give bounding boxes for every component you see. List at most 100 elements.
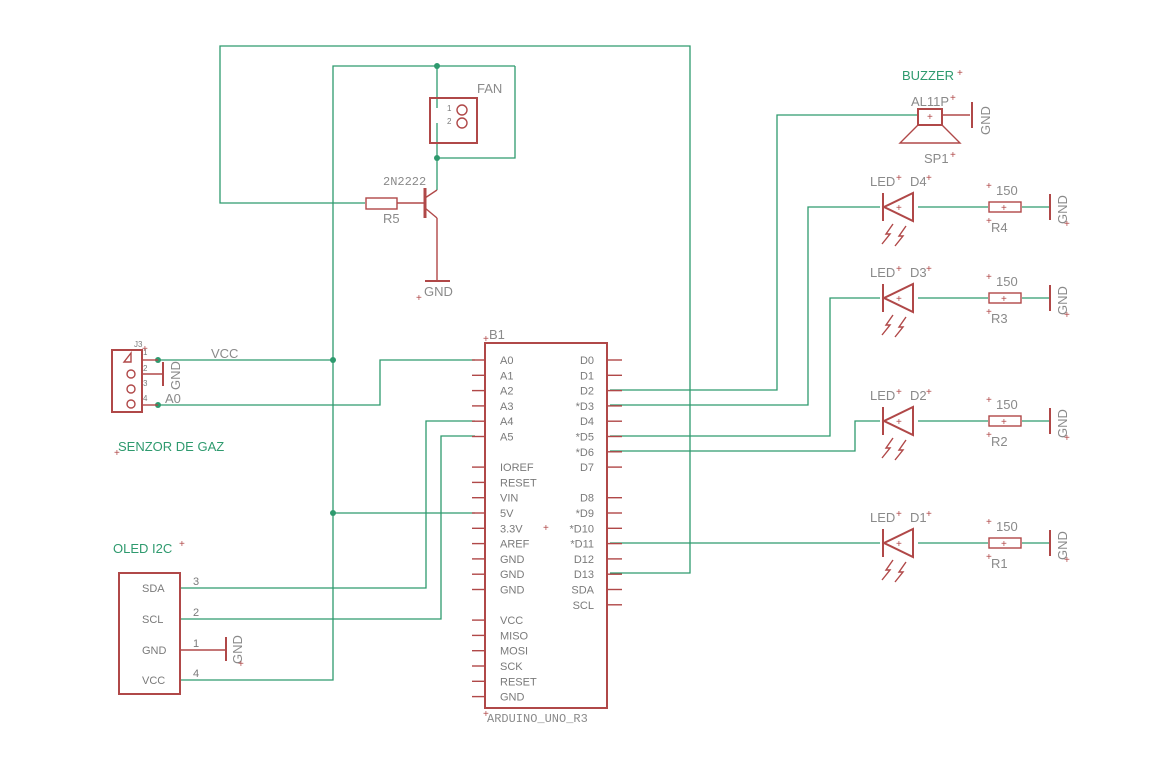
- resistor-name: R2: [991, 434, 1008, 449]
- oled-title: OLED I2C: [113, 541, 172, 556]
- gas-sensor-body: [111, 349, 143, 413]
- resistor-value: 150: [996, 183, 1018, 198]
- wire-sensor-a0: [158, 359, 475, 406]
- plus-mark: +: [986, 552, 992, 563]
- arduino-left-pin-label: GND: [500, 692, 525, 704]
- wire-d13-to-base: [219, 45, 691, 574]
- plus-mark: +: [957, 68, 963, 79]
- oled-pin-label: SDA: [142, 583, 165, 595]
- oled-body: [118, 572, 181, 695]
- led-name: D4: [910, 174, 927, 189]
- plus-mark: +: [483, 334, 489, 345]
- buzzer-gnd-label: GND: [978, 106, 993, 135]
- plus-mark: +: [896, 173, 902, 184]
- led-diode-icon: [881, 527, 914, 559]
- plus-mark: +: [483, 709, 489, 720]
- plus-mark: +: [416, 293, 422, 304]
- arduino-left-pin-label: GND: [500, 585, 525, 597]
- fan-body: [429, 97, 478, 144]
- fan-pin1-icon: [456, 104, 468, 116]
- gnd-label: GND: [1055, 531, 1070, 560]
- plus-mark: +: [950, 150, 956, 161]
- wire-oled-sda: [180, 420, 475, 589]
- plus-mark: +: [179, 539, 185, 550]
- transistor-component: 2N2222 GND +: [383, 175, 453, 304]
- arduino-left-pin-label: MISO: [500, 630, 529, 642]
- gas-sensor-pin-label: 1: [143, 348, 148, 357]
- led-light-arrow-icon: [881, 223, 894, 245]
- gas-sensor-component: J3 1 2 3 4 + GND VCC A0 SENZOR DE GAZ +: [111, 340, 238, 459]
- transistor-emitter: [424, 207, 438, 219]
- oled-gnd-label: GND: [230, 635, 245, 664]
- gas-sensor-vcc-label: VCC: [211, 346, 238, 361]
- arduino-left-pin-label: AREF: [500, 539, 530, 551]
- led-light-arrow-icon: [881, 314, 894, 336]
- arduino-right-pin-label: *D5: [576, 432, 594, 444]
- arduino-right-pin-label: D13: [574, 569, 594, 581]
- fan-label: FAN: [477, 81, 502, 96]
- gas-sensor-pin-label: 4: [143, 394, 148, 403]
- plus-mark: +: [986, 395, 992, 406]
- wire-fan-loop: [437, 66, 516, 159]
- gas-sensor-pin1-marker: [122, 350, 132, 363]
- buzzer-value: AL11P: [911, 94, 949, 109]
- arduino-right-pin-label: *D6: [576, 447, 594, 459]
- arduino-left-pin-label: A0: [500, 355, 513, 367]
- arduino-right-pins: D0D1D2*D3D4*D5*D6D7D8*D9*D10*D11D12D13SD…: [570, 355, 622, 612]
- led-label: LED: [870, 265, 895, 280]
- plus-mark: +: [1001, 203, 1007, 214]
- resistor-name: R4: [991, 220, 1008, 235]
- arduino-value: ARDUINO_UNO_R3: [487, 712, 588, 726]
- plus-mark: +: [1001, 294, 1007, 305]
- arduino-right-pin-label: *D10: [570, 523, 594, 535]
- plus-mark: +: [926, 387, 932, 398]
- led-d1: LED+D1++150++R1+GND+: [870, 509, 1070, 583]
- wire-oled-scl: [180, 435, 475, 620]
- gas-sensor-pin4-icon: [126, 399, 136, 409]
- led-light-arrow-icon: [894, 225, 907, 247]
- arduino-right-pin-label: D7: [580, 462, 594, 474]
- oled-pin-label: SCL: [142, 614, 163, 626]
- gas-sensor-gnd-label: GND: [168, 361, 183, 390]
- plus-mark: +: [1001, 417, 1007, 428]
- arduino-right-pin-label: D2: [580, 386, 594, 398]
- plus-mark: +: [986, 272, 992, 283]
- plus-mark: +: [926, 509, 932, 520]
- r5-label: R5: [383, 211, 400, 226]
- plus-mark: +: [926, 264, 932, 275]
- buzzer-name: SP1: [924, 151, 949, 166]
- node: [330, 357, 336, 363]
- gas-sensor-pin-label: 2: [143, 364, 148, 373]
- arduino-left-pin-label: SCK: [500, 661, 523, 673]
- transistor-collector: [424, 189, 438, 199]
- plus-mark: +: [986, 517, 992, 528]
- transistor-value: 2N2222: [383, 175, 426, 189]
- led-light-arrow-icon: [881, 437, 894, 459]
- gas-sensor-pin-label: 3: [143, 379, 148, 388]
- led-label: LED: [870, 388, 895, 403]
- buzzer-cone-icon: [898, 124, 962, 144]
- plus-mark: +: [1064, 219, 1070, 230]
- fan-component: 1 2 FAN: [429, 81, 502, 144]
- plus-mark: +: [896, 387, 902, 398]
- led-label: LED: [870, 510, 895, 525]
- arduino-left-pin-label: A4: [500, 416, 513, 428]
- arduino-component: B1 + ARDUINO_UNO_R3 + + A0A1A2A3A4A5IORE…: [472, 327, 622, 726]
- led-light-arrow-icon: [894, 316, 907, 338]
- resistor-body: [988, 537, 1022, 549]
- resistor-body: [988, 292, 1022, 304]
- plus-mark: +: [896, 294, 902, 305]
- arduino-right-pin-label: D12: [574, 554, 594, 566]
- oled-pin-label: GND: [142, 645, 167, 657]
- gas-sensor-pin3-icon: [126, 384, 136, 394]
- arduino-left-pin-label: MOSI: [500, 646, 528, 658]
- arduino-right-pin-label: SDA: [571, 585, 594, 597]
- node: [330, 510, 336, 516]
- arduino-right-pin-label: D8: [580, 493, 594, 505]
- plus-mark: +: [896, 417, 902, 428]
- led-name: D3: [910, 265, 927, 280]
- oled-pin-number: 3: [193, 576, 199, 588]
- led-light-arrow-icon: [881, 559, 894, 581]
- arduino-left-pin-label: RESET: [500, 676, 537, 688]
